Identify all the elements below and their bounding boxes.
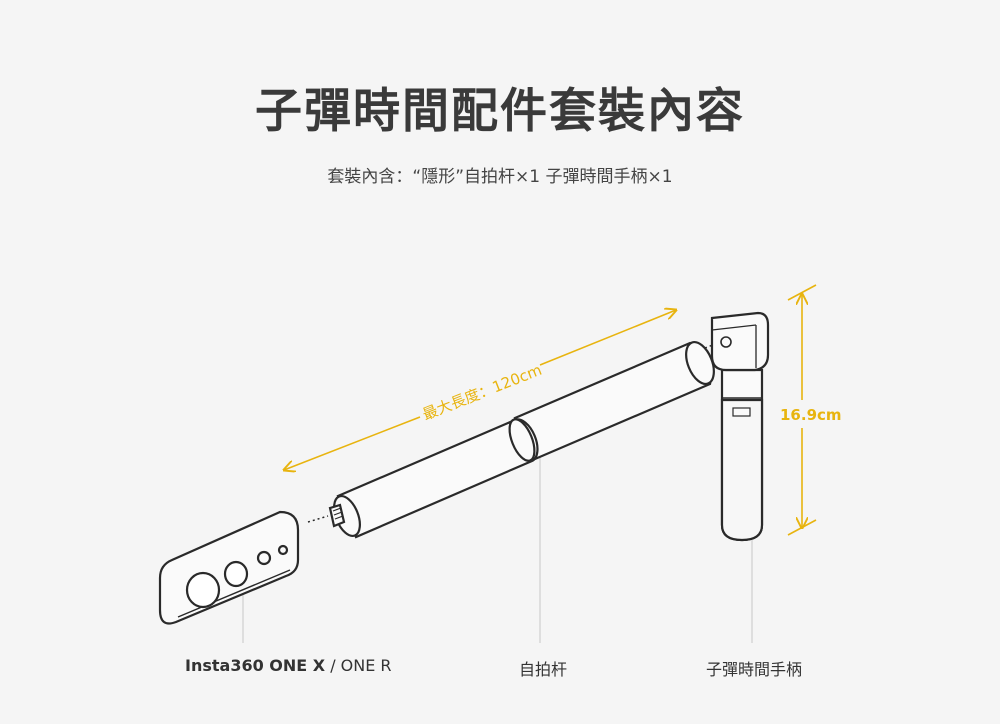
- handle-clip: [732, 407, 751, 417]
- length-dimension: [284, 310, 676, 470]
- camera-lens-large: [185, 571, 221, 609]
- stick-joint: [508, 418, 536, 462]
- length-arrow-segment-right: [539, 310, 676, 366]
- height-dimension: [787, 284, 817, 536]
- kit-contents-subtitle: 套裝內含：“隱形”自拍杆×1 子彈時間手柄×1: [327, 167, 673, 187]
- height-label: 16.9cm: [780, 406, 842, 424]
- mount-connector: [307, 515, 329, 523]
- selfie-stick-illustration: [328, 341, 715, 539]
- selfie-stick-caption: 自拍杆: [519, 660, 568, 679]
- camera-caption-model: Insta360 ONE X: [185, 656, 326, 675]
- camera-caption: Insta360 ONE X / ONE R: [185, 656, 392, 675]
- camera-button-small: [277, 544, 289, 556]
- camera-button: [256, 550, 272, 566]
- handle-grip: [720, 398, 764, 542]
- camera-caption-alt: / ONE R: [325, 656, 392, 675]
- length-arrow-segment-left: [284, 416, 421, 470]
- bullet-time-handle-caption: 子彈時間手柄: [706, 660, 803, 679]
- camera-illustration: [158, 510, 300, 625]
- page-title: 子彈時間配件套裝內容: [255, 84, 745, 139]
- stick-screw-mount: [328, 503, 346, 528]
- camera-lens-small: [223, 560, 249, 588]
- bullet-time-handle-illustration: [710, 311, 770, 542]
- stick-thin-section: [513, 341, 712, 461]
- handle-screw: [720, 336, 732, 348]
- handle-top-block: [710, 311, 770, 372]
